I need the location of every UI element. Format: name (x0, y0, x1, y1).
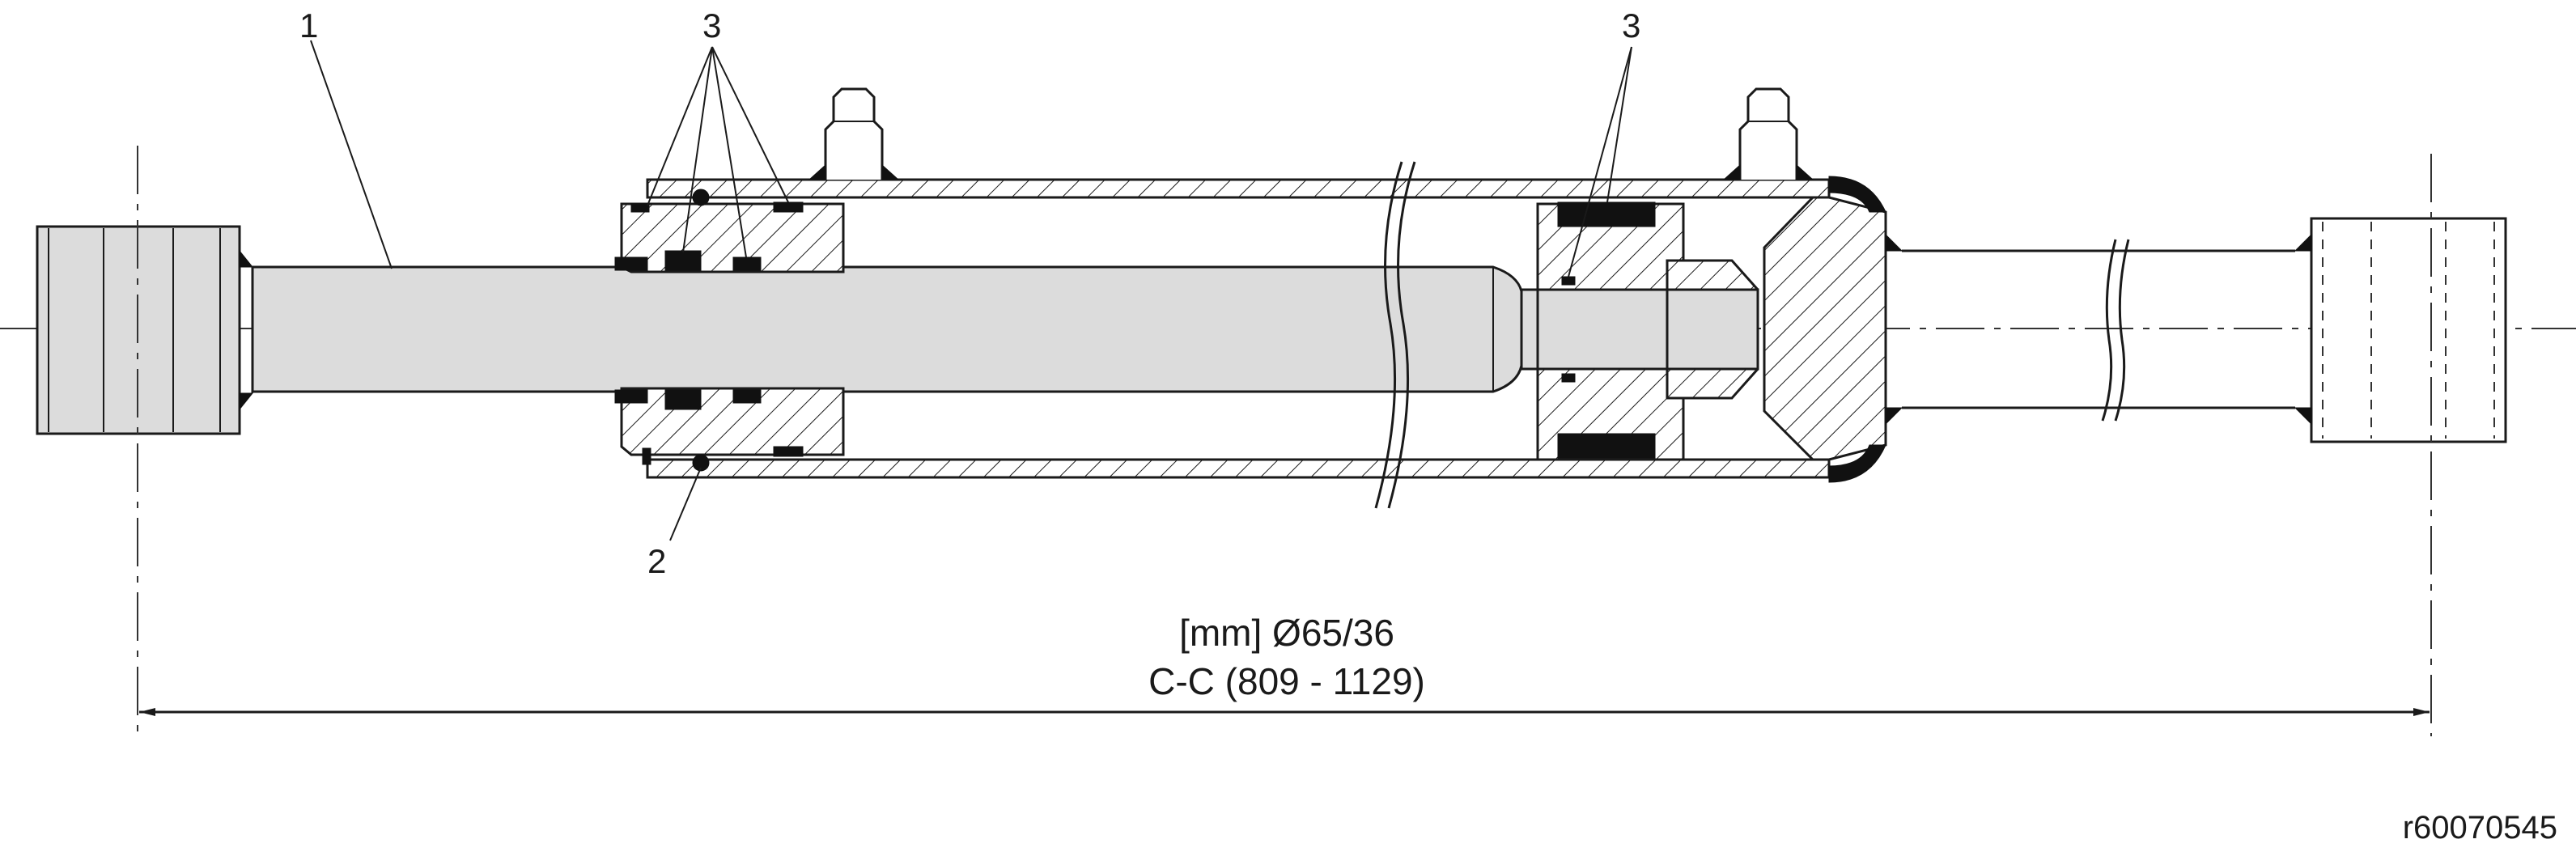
leader-3c (711, 46, 747, 258)
port-left (808, 87, 900, 180)
piston-rod (251, 265, 1669, 393)
callout-3-right: 3 (1622, 6, 1640, 45)
break-line-barrel (1374, 161, 1403, 509)
left-rod-eye (36, 225, 254, 435)
callout-3-left: 3 (702, 6, 721, 45)
right-tube (1902, 239, 2295, 422)
callout-1: 1 (299, 6, 318, 45)
port-right (1722, 87, 1814, 180)
reference-code: r60070545 (2403, 810, 2557, 846)
gland (614, 189, 845, 472)
dimension-diameter-label: [mm] Ø65/36 (1179, 612, 1394, 654)
leader-1 (310, 40, 393, 269)
right-rod-eye (2294, 217, 2507, 443)
piston (1536, 201, 1759, 461)
leader-3e (1568, 46, 1632, 278)
leader-3b (682, 46, 713, 253)
dimension-length-label: C-C (809 - 1129) (1148, 660, 1425, 702)
leader-2 (669, 467, 702, 541)
end-cap (1763, 176, 1903, 483)
leader-3f (1606, 46, 1632, 203)
break-line-barrel-2 (1387, 161, 1416, 509)
leader-3d (711, 46, 789, 203)
callout-2: 2 (647, 542, 666, 580)
leader-3a (647, 46, 713, 206)
